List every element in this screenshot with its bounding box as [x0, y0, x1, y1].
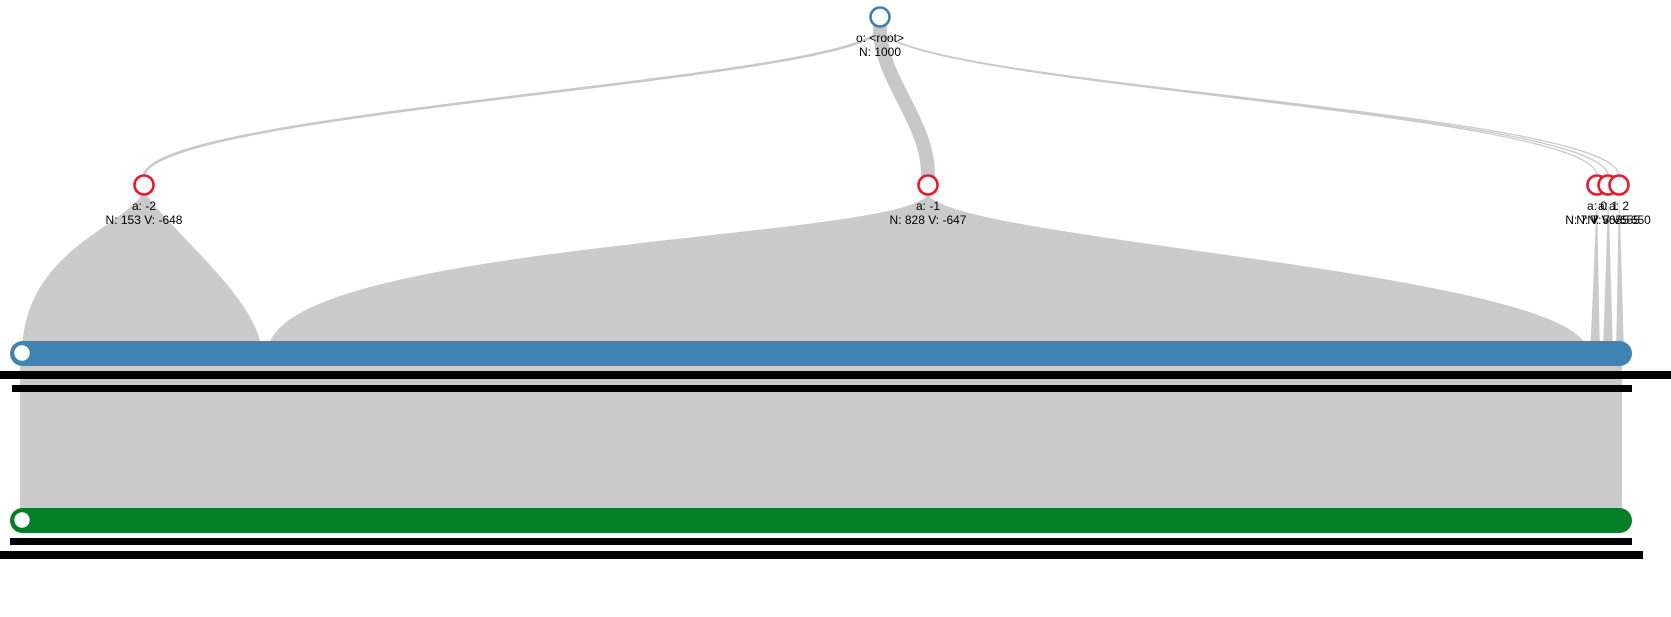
- edge-root-to-a-2: [879, 27, 1620, 176]
- fan-edges-a-minus-2: [22, 192, 262, 352]
- action-node-a-2: a: 2 N: 5 V: -650: [1587, 174, 1651, 227]
- action-node-circle: [1608, 174, 1630, 196]
- fan-edges-a-2: [1616, 192, 1624, 352]
- level1-to-level2-edges: [22, 192, 1624, 352]
- action-node-label-line2: N: 7 V: -655: [1576, 213, 1640, 227]
- root-to-action-edges: [142, 21, 1620, 182]
- observation-node-band: [10, 341, 1632, 366]
- observation-edge-fan: [20, 360, 1622, 518]
- action-node-label-line2: N: 828 V: -647: [890, 213, 967, 227]
- edge-root-to-a-0: [879, 27, 1598, 176]
- action-level: [0, 508, 1643, 559]
- observation-node-circle: [11, 342, 33, 364]
- action-label-bar-2: [0, 551, 1643, 559]
- action-node-label-line1: a: -2: [132, 199, 156, 213]
- fan-edges-a-0: [1590, 192, 1600, 352]
- action-node-label-line2: N: 7 V: -655: [1565, 213, 1629, 227]
- action-node-label-line1: a: 2: [1609, 199, 1629, 213]
- action-node-a-minus-1: a: -1 N: 828 V: -647: [890, 174, 967, 227]
- fan-edges-a-1: [1603, 192, 1613, 352]
- observation-label-bar-2: [12, 385, 1632, 392]
- root-node-label-line2: N: 1000: [859, 45, 901, 59]
- root-node: o: <root> N: 1000: [856, 6, 904, 59]
- root-node-label-line1: o: <root>: [856, 31, 904, 45]
- action-node-circle: [11, 509, 33, 531]
- action-node-label-line1: a: 0: [1587, 199, 1607, 213]
- observation-level: [0, 341, 1671, 392]
- observation-label-bar-1: [0, 371, 1671, 379]
- edge-root-to-a-1: [879, 27, 1609, 176]
- action-node-label-line1: a: 1: [1598, 199, 1618, 213]
- action-node-a-minus-2: a: -2 N: 153 V: -648: [106, 174, 183, 227]
- action-node-label-line1: a: -1: [916, 199, 940, 213]
- action-node-circle: [133, 174, 155, 196]
- edge-root-to-a-minus-1: [873, 21, 935, 182]
- fan-edges-a-minus-1: [268, 192, 1588, 352]
- action-node-label-line2: N: 5 V: -650: [1587, 213, 1651, 227]
- action-label-bar-1: [10, 538, 1632, 545]
- action-node-circle: [917, 174, 939, 196]
- level2-to-level3-edges: [20, 360, 1622, 518]
- root-node-circle: [869, 6, 891, 28]
- action-node-band: [10, 508, 1632, 533]
- action-node-label-line2: N: 153 V: -648: [106, 213, 183, 227]
- edge-root-to-a-minus-2: [142, 26, 882, 177]
